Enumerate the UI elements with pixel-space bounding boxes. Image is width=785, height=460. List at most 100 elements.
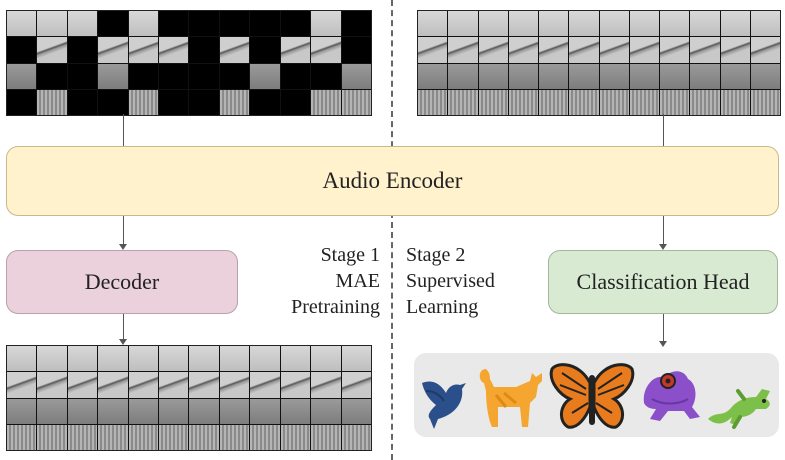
spectrogram-patch [7, 11, 37, 37]
spectrogram-patch [159, 346, 189, 372]
spectrogram-patch [7, 398, 37, 424]
spectrogram-patch [250, 372, 280, 398]
spectrogram-patch [67, 11, 98, 37]
connector-encoder-to-head [663, 216, 664, 244]
spectrogram-patch [189, 398, 219, 424]
spectrogram-patch [219, 398, 250, 424]
masked-patch [189, 11, 219, 37]
masked-patch [159, 11, 189, 37]
masked-patch [250, 89, 280, 115]
spectrogram-patch [539, 37, 569, 63]
lizard-icon [708, 389, 770, 429]
classification-head-label: Classification Head [576, 269, 750, 294]
spectrogram-patch [690, 37, 720, 63]
spectrogram-patch [341, 424, 371, 450]
masked-patch [128, 63, 159, 89]
masked-patch [37, 63, 67, 89]
bird-icon [422, 381, 466, 429]
spectrogram-patch [311, 37, 341, 63]
spectrogram-patch [7, 424, 37, 450]
masked-patch [250, 37, 280, 63]
spectrogram-patch [128, 398, 159, 424]
masked-patch [7, 37, 37, 63]
stage1-title: Stage 1 [320, 244, 380, 266]
connector-masked-to-encoder [123, 114, 124, 146]
spectrogram-patch [159, 424, 189, 450]
spectrogram-patch [189, 424, 219, 450]
stage2-line3: Learning [406, 296, 479, 318]
masked-patch [189, 89, 219, 115]
masked-patch [250, 11, 280, 37]
spectrogram-patch [448, 11, 478, 37]
spectrogram-patch [37, 37, 67, 63]
spectrogram-patch [37, 398, 67, 424]
spectrogram-patch [569, 37, 599, 63]
spectrogram-patch [219, 372, 250, 398]
spectrogram-patch [690, 11, 720, 37]
spectrogram-patch [128, 346, 159, 372]
spectrogram-patch [629, 63, 659, 89]
masked-patch [341, 37, 371, 63]
butterfly-icon [549, 363, 635, 429]
spectrogram-patch [67, 398, 98, 424]
spectrogram-patch [311, 372, 341, 398]
spectrogram-patch [159, 37, 189, 63]
spectrogram-patch [448, 63, 478, 89]
class-examples-panel [414, 353, 779, 437]
spectrogram-patch [128, 37, 159, 63]
spectrogram-patch [7, 372, 37, 398]
arrowhead-animals [659, 341, 667, 347]
masked-patch [189, 63, 219, 89]
spectrogram-patch [720, 37, 750, 63]
spectrogram-patch [341, 372, 371, 398]
masked-patch [219, 11, 250, 37]
spectrogram-patch [280, 398, 311, 424]
masked-patch [159, 63, 189, 89]
spectrogram-patch [690, 63, 720, 89]
spectrogram-patch [250, 398, 280, 424]
masked-patch [219, 63, 250, 89]
spectrogram-patch [750, 89, 780, 115]
masked-patch [189, 37, 219, 63]
connector-encoder-to-decoder [123, 216, 124, 244]
spectrogram-patch [478, 63, 508, 89]
spectrogram-patch [720, 63, 750, 89]
spectrogram-patch [67, 346, 98, 372]
spectrogram-patch [629, 37, 659, 63]
spectrogram-patch [128, 372, 159, 398]
spectrogram-patch [418, 63, 448, 89]
spectrogram-patch [478, 37, 508, 63]
spectrogram-patch [98, 398, 128, 424]
stage1-line3: Pretraining [291, 296, 380, 318]
spectrogram-patch [750, 11, 780, 37]
spectrogram-patch [508, 89, 538, 115]
spectrogram-patch [539, 63, 569, 89]
spectrogram-patch [37, 424, 67, 450]
spectrogram-patch [539, 11, 569, 37]
spectrogram-patch [37, 372, 67, 398]
connector-input-to-encoder [663, 114, 664, 146]
cat-icon [479, 369, 542, 427]
frog-icon [643, 371, 700, 421]
stage1-line2: MAE [335, 270, 380, 292]
spectrogram-patch [341, 398, 371, 424]
audio-encoder-label: Audio Encoder [322, 168, 463, 193]
spectrogram-patch [219, 424, 250, 450]
spectrogram-patch [280, 424, 311, 450]
spectrogram-patch [159, 398, 189, 424]
masked-patch [159, 89, 189, 115]
connector-head-to-animals [663, 314, 664, 341]
spectrogram-patch [98, 372, 128, 398]
spectrogram-patch [98, 63, 128, 89]
spectrogram-patch [219, 37, 250, 63]
audio-encoder-box: Audio Encoder [6, 146, 779, 216]
masked-patch [280, 63, 311, 89]
spectrogram-patch [508, 63, 538, 89]
spectrogram-patch [311, 11, 341, 37]
masked-spectrogram [6, 10, 372, 116]
masked-patch [98, 89, 128, 115]
spectrogram-patch [478, 11, 508, 37]
spectrogram-patch [7, 63, 37, 89]
spectrogram-patch [250, 346, 280, 372]
input-spectrogram [417, 10, 781, 116]
